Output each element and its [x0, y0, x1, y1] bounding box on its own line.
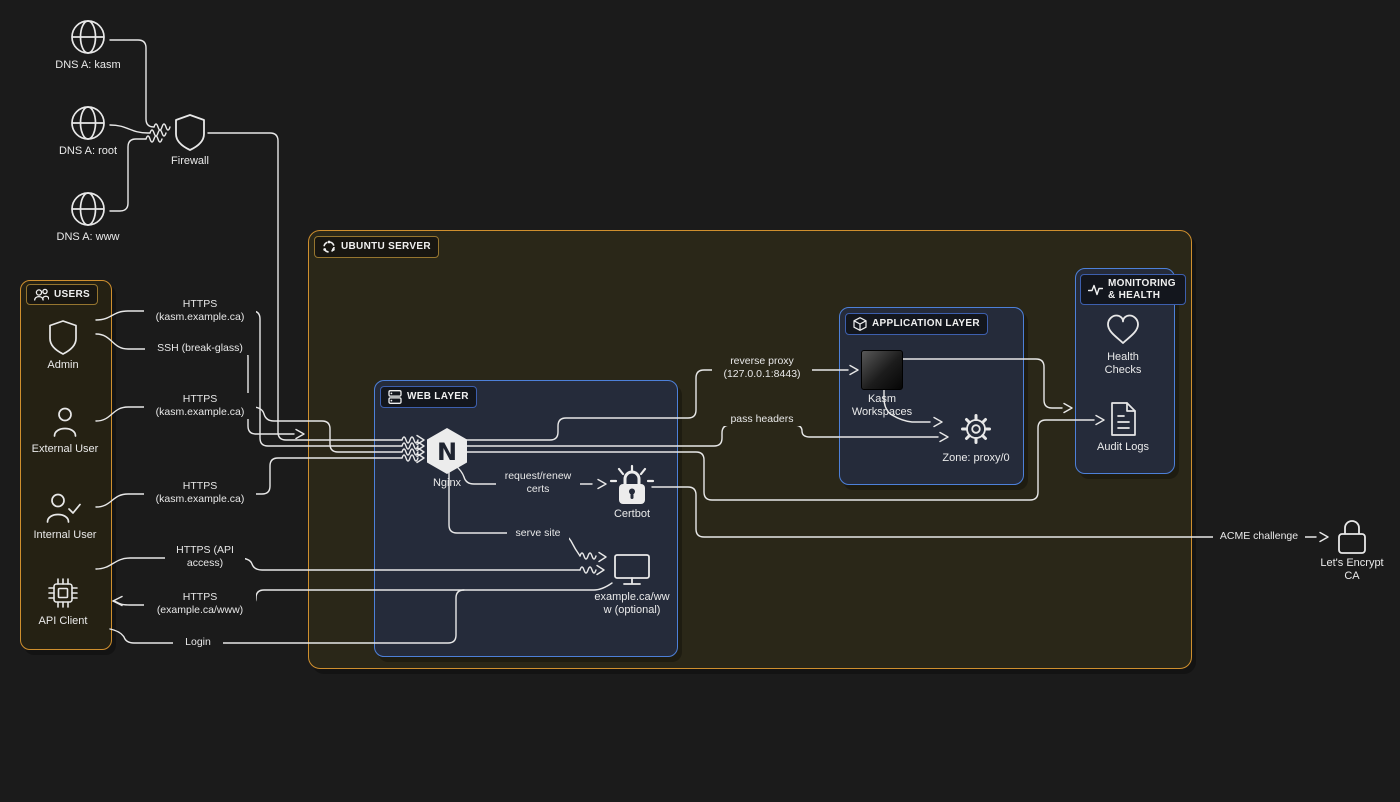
user-icon — [53, 407, 77, 437]
edge-www-return — [112, 582, 613, 606]
node-internal-user[interactable]: Internal User — [17, 490, 113, 542]
document-icon — [1111, 402, 1136, 436]
lock-icon — [1338, 520, 1366, 554]
globe-icon — [71, 106, 105, 140]
shield-icon — [49, 320, 77, 355]
edge-label-acme: ACME challenge — [1213, 530, 1305, 544]
edge-label-https-admin: HTTPS (kasm.example.ca) — [144, 298, 256, 325]
node-label: Firewall — [171, 155, 209, 167]
node-label: Admin — [47, 359, 79, 371]
group-header-ubuntu-label: UBUNTU SERVER — [341, 241, 431, 253]
node-label: Audit Logs — [1097, 441, 1149, 453]
node-label: External User — [31, 443, 99, 455]
edge-dns-root-firewall — [109, 124, 151, 134]
edge-admin-https — [95, 310, 403, 447]
heart-icon — [1107, 314, 1139, 344]
edge-internal-https — [95, 457, 403, 508]
node-www-site[interactable]: example.ca/www (optional) — [593, 552, 671, 617]
node-dns-kasm[interactable]: DNS A: kasm — [38, 18, 138, 72]
node-dns-www[interactable]: DNS A: www — [38, 190, 138, 244]
group-header-monitoring-label: MONITORING & HEALTH — [1108, 278, 1176, 301]
node-label: Nginx — [432, 477, 462, 489]
node-dns-root[interactable]: DNS A: root — [38, 104, 138, 158]
edge-request-certs — [454, 464, 593, 485]
node-nginx[interactable]: N Nginx — [407, 428, 487, 490]
group-header-users-label: USERS — [54, 288, 90, 300]
node-kasm-workspaces[interactable]: Kasm Workspaces — [842, 350, 922, 419]
monitor-icon — [614, 554, 650, 585]
edge-label-https-external: HTTPS (kasm.example.ca) — [144, 393, 256, 420]
globe-icon — [71, 20, 105, 54]
node-label: Let's Encrypt CA — [1320, 557, 1384, 582]
group-header-users[interactable]: USERS — [26, 284, 98, 305]
group-header-application-layer[interactable]: APPLICATION LAYER — [845, 313, 988, 335]
nginx-letter: N — [437, 438, 457, 466]
group-box-application-layer[interactable] — [839, 307, 1024, 485]
edge-firewall-nginx — [207, 132, 403, 441]
node-label: Certbot — [613, 508, 651, 520]
server-stack-icon — [388, 390, 402, 404]
node-label: DNS A: root — [58, 145, 118, 157]
edge-label-https-www: HTTPS (example.ca/www) — [144, 591, 256, 618]
edge-label-serve-site: serve site — [507, 527, 569, 541]
edge-coils-and-arrowheads — [112, 123, 1329, 607]
node-label: API Client — [38, 615, 88, 627]
edge-label-https-api: HTTPS (API access) — [165, 544, 245, 571]
group-header-application-layer-label: APPLICATION LAYER — [872, 318, 980, 330]
globe-icon — [71, 192, 105, 226]
edge-kasm-monitoring — [901, 358, 1063, 409]
node-zone-proxy[interactable]: Zone: proxy/0 — [926, 409, 1026, 465]
edge-dns-www-firewall — [109, 138, 147, 212]
edge-reverse-proxy — [465, 369, 849, 441]
edge-label-login: Login — [173, 636, 223, 650]
pulse-icon — [1088, 284, 1103, 295]
node-label: DNS A: www — [56, 231, 120, 243]
gear-icon — [961, 414, 991, 444]
group-header-monitoring[interactable]: MONITORING & HEALTH — [1080, 274, 1186, 305]
nginx-icon: N — [427, 428, 467, 474]
edge-label-https-internal: HTTPS (kasm.example.ca) — [144, 480, 256, 507]
certbot-lock-icon — [609, 464, 655, 504]
edge-label-request-certs: request/renew certs — [496, 470, 580, 497]
users-icon — [34, 288, 49, 301]
edge-login — [109, 589, 465, 644]
node-label: DNS A: kasm — [55, 59, 121, 71]
node-api-client[interactable]: API Client — [23, 574, 103, 628]
edge-kasm-zone — [883, 389, 931, 423]
node-audit-logs[interactable]: Audit Logs — [1093, 400, 1153, 454]
edge-pass-headers — [465, 424, 939, 447]
node-label: Health Checks — [1104, 351, 1142, 376]
group-box-web-layer[interactable] — [374, 380, 678, 657]
kasm-logo-icon — [861, 350, 903, 390]
node-external-user[interactable]: External User — [17, 404, 113, 456]
edge-certbot-acme — [651, 486, 1317, 538]
group-header-web-layer-label: WEB LAYER — [407, 391, 469, 403]
shield-icon — [175, 114, 205, 151]
edge-dns-kasm-firewall — [109, 39, 155, 128]
node-admin[interactable]: Admin — [23, 318, 103, 372]
node-health-checks[interactable]: Health Checks — [1095, 312, 1151, 377]
node-certbot[interactable]: Certbot — [592, 463, 672, 521]
edge-nginx-audit — [465, 419, 1095, 501]
chip-icon — [48, 578, 78, 608]
node-label: Zone: proxy/0 — [942, 452, 1010, 464]
package-icon — [853, 317, 867, 331]
node-label: example.ca/www (optional) — [594, 591, 670, 616]
node-firewall[interactable]: Firewall — [150, 112, 230, 168]
edge-label-ssh: SSH (break-glass) — [145, 342, 255, 356]
node-label: Kasm Workspaces — [851, 393, 913, 418]
edge-label-pass-headers: pass headers — [722, 413, 802, 427]
edge-api-https-access — [95, 557, 581, 571]
edge-external-https — [95, 406, 403, 453]
ubuntu-logo-icon — [323, 240, 335, 253]
user-check-icon — [46, 493, 81, 523]
group-header-web-layer[interactable]: WEB LAYER — [380, 386, 477, 408]
group-header-ubuntu[interactable]: UBUNTU SERVER — [314, 236, 439, 258]
node-label: Internal User — [33, 529, 97, 541]
edge-label-reverse-proxy: reverse proxy (127.0.0.1:8443) — [712, 355, 812, 382]
node-lets-encrypt[interactable]: Let's Encrypt CA — [1312, 518, 1392, 583]
